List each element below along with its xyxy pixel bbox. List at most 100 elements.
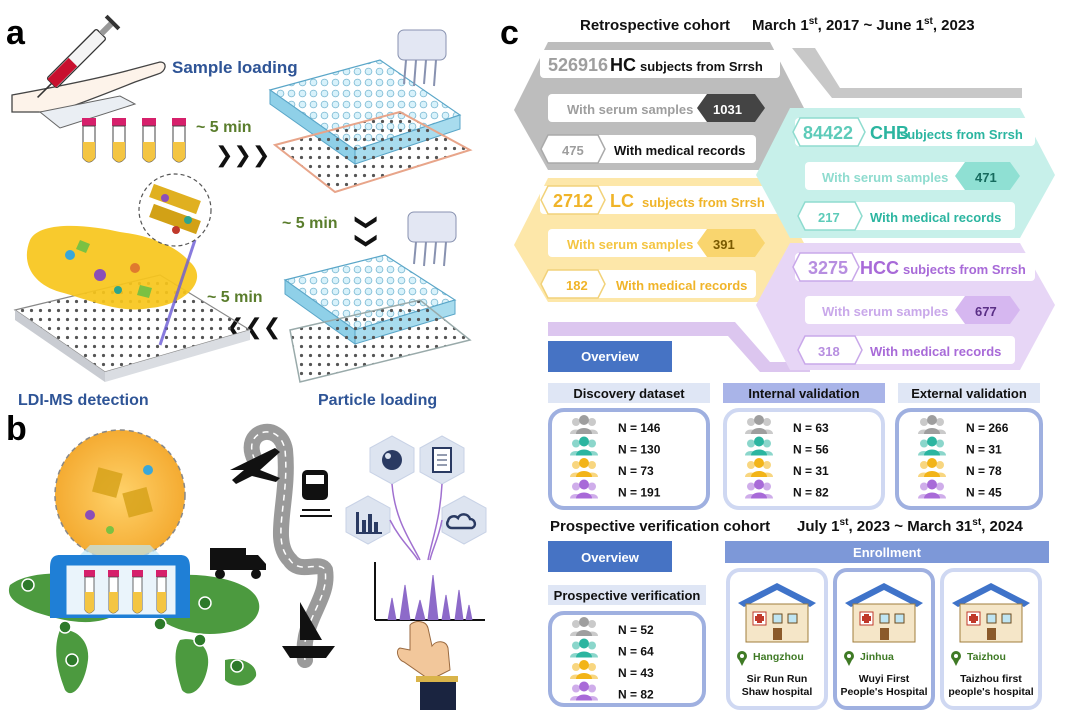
well-plate-top bbox=[268, 59, 473, 194]
dataset-external: External validation bbox=[895, 383, 1043, 510]
cloud-sync-icon bbox=[445, 513, 477, 530]
panel-a: a Sample loading ~ 5 min ❯❯❯ bbox=[6, 14, 473, 409]
people-group-icon bbox=[918, 458, 946, 477]
spectrum-plot bbox=[374, 562, 485, 621]
overview-button-label: Overview bbox=[581, 349, 640, 364]
people-row: N = 64 bbox=[570, 638, 654, 659]
panel-label-b: b bbox=[6, 410, 27, 448]
hcc-name: HCC bbox=[860, 258, 899, 278]
pros-title: Prospective verification cohort bbox=[550, 518, 770, 535]
overview-button[interactable]: Overview bbox=[548, 341, 672, 372]
hospital-icon bbox=[738, 583, 816, 643]
document-icon bbox=[432, 447, 452, 473]
n-count: N = 130 bbox=[618, 443, 661, 457]
people-row: N = 146 bbox=[570, 415, 661, 435]
chb-records: 217 bbox=[818, 210, 840, 225]
hospital-name-line1: Taizhou first bbox=[960, 673, 1022, 685]
hcc-arrow-path bbox=[548, 322, 810, 372]
lc-from: subjects from Srrsh bbox=[642, 195, 765, 210]
people-group-icon bbox=[745, 458, 773, 477]
ship-icon bbox=[282, 602, 335, 658]
connector-lines bbox=[389, 483, 443, 561]
panel-label-a: a bbox=[6, 14, 26, 52]
n-count: N = 82 bbox=[793, 486, 829, 500]
location-pin-icon bbox=[737, 651, 747, 666]
pipette-icon-top bbox=[397, 29, 447, 87]
panel-label-c: c bbox=[500, 14, 519, 52]
people-group-icon bbox=[570, 415, 598, 434]
n-count: N = 266 bbox=[966, 421, 1009, 435]
ldi-ms-label: LDI-MS detection bbox=[18, 392, 149, 409]
retro-date: March 1st, 2017 ~ June 1st, 2023 bbox=[752, 16, 975, 34]
arrow-down-icon: ❯❯ bbox=[354, 213, 379, 250]
bar-chart-icon bbox=[356, 512, 382, 534]
enrollment-header: Enrollment bbox=[725, 541, 1049, 563]
people-group-icon bbox=[570, 436, 598, 456]
hcc-from: subjects from Srrsh bbox=[903, 262, 1026, 277]
people-row: N = 73 bbox=[570, 458, 654, 478]
people-group-icon bbox=[745, 436, 773, 456]
train-icon bbox=[300, 470, 332, 517]
hcc-records: 318 bbox=[818, 344, 840, 359]
chb-group: 84422 CHB subjects from Srrsh With serum… bbox=[756, 108, 1055, 238]
chb-records-label: With medical records bbox=[870, 210, 1001, 225]
particle-loading-label: Particle loading bbox=[318, 392, 437, 409]
airplane-icon bbox=[230, 448, 280, 484]
hcc-records-label: With medical records bbox=[870, 344, 1001, 359]
zoom-circle-particles bbox=[138, 173, 212, 247]
hcc-group: 3275 HCC subjects from Srrsh With serum … bbox=[756, 243, 1055, 370]
hc-serum: 1031 bbox=[713, 102, 742, 117]
location-pin-icon bbox=[951, 651, 961, 666]
hc-serum-label: With serum samples bbox=[567, 102, 693, 117]
location-pin-icon bbox=[844, 651, 854, 666]
hospital-name-line2: People's Hospital bbox=[840, 686, 927, 698]
chb-serum: 471 bbox=[975, 170, 997, 185]
lc-serum-label: With serum samples bbox=[567, 237, 693, 252]
pros-overview-label: Overview bbox=[581, 550, 640, 565]
dataset-name: External validation bbox=[911, 386, 1027, 401]
people-row: N = 82 bbox=[570, 681, 654, 702]
n-count: N = 63 bbox=[793, 421, 829, 435]
n-count: N = 31 bbox=[793, 464, 829, 478]
hcc-serum-label: With serum samples bbox=[822, 304, 948, 319]
people-row: N = 63 bbox=[745, 415, 829, 435]
retro-title: Retrospective cohort bbox=[580, 17, 730, 34]
truck-icon bbox=[210, 548, 266, 579]
pros-overview-button[interactable]: Overview bbox=[548, 541, 672, 572]
sample-loading-label: Sample loading bbox=[172, 58, 298, 77]
chb-from: subjects from Srrsh bbox=[900, 127, 1023, 142]
people-group-icon bbox=[570, 458, 598, 477]
pros-date: July 1st, 2023 ~ March 31st, 2024 bbox=[797, 517, 1024, 535]
people-group-icon bbox=[745, 415, 773, 434]
dataset-internal: Internal validation bbox=[723, 383, 885, 510]
people-group-icon bbox=[570, 617, 598, 636]
n-count: N = 56 bbox=[793, 443, 829, 457]
people-row: N = 52 bbox=[570, 617, 654, 637]
time-label-3: ~ 5 min bbox=[207, 289, 263, 306]
lc-records-label: With medical records bbox=[616, 278, 747, 293]
lc-records: 182 bbox=[566, 278, 588, 293]
pointing-hand-icon bbox=[396, 621, 458, 710]
people-row: N = 43 bbox=[570, 660, 654, 680]
pipette-icon-bottom bbox=[407, 211, 457, 267]
pros-verification-label: Prospective verification bbox=[554, 588, 701, 603]
time-label-2: ~ 5 min bbox=[282, 215, 338, 232]
n-count: N = 146 bbox=[618, 421, 661, 435]
people-row: N = 31 bbox=[918, 436, 1002, 457]
chb-count: 84422 bbox=[803, 123, 853, 143]
people-group-icon bbox=[918, 415, 946, 434]
hospital-icon bbox=[845, 583, 923, 643]
enrollment-label: Enrollment bbox=[853, 545, 922, 560]
serum-particle-illustration bbox=[54, 429, 186, 561]
people-row: N = 45 bbox=[918, 479, 1002, 500]
prospective-verification: Prospective verification bbox=[548, 585, 706, 707]
hc-from: subjects from Srrsh bbox=[640, 59, 763, 74]
hospital-city: Hangzhou bbox=[753, 651, 804, 663]
n-count: N = 64 bbox=[618, 645, 654, 659]
hospital-city: Jinhua bbox=[860, 651, 894, 663]
hospital-city: Taizhou bbox=[967, 651, 1006, 663]
